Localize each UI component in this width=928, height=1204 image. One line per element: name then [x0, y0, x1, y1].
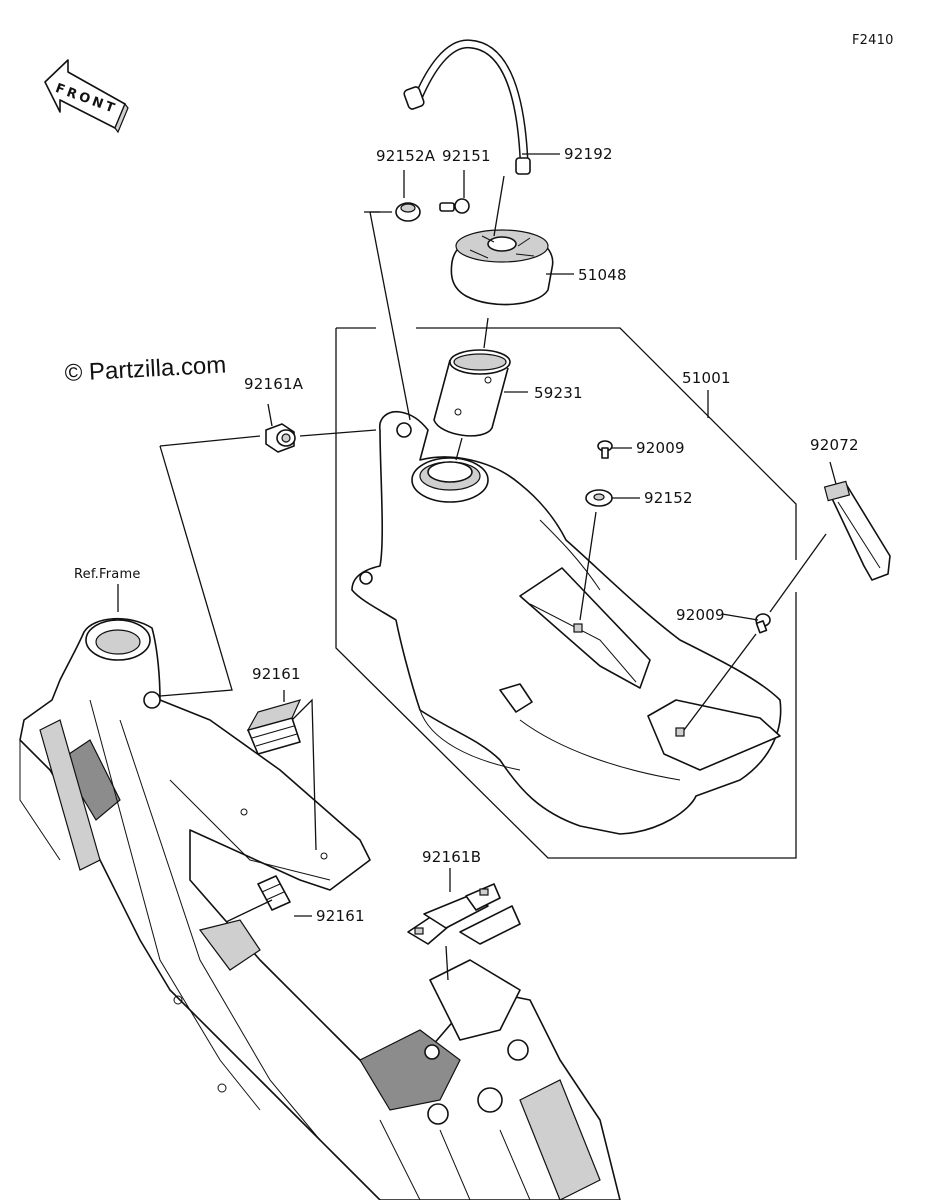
- label-59231: 59231: [534, 384, 583, 402]
- label-51001: 51001: [682, 369, 731, 387]
- screw-92009-top: [597, 440, 613, 459]
- damper-92161-top: [246, 699, 302, 755]
- label-92009-right: 92009: [676, 606, 725, 624]
- fuel-tank-51001: [351, 410, 782, 835]
- ref-frame-label: Ref.Frame: [74, 567, 141, 582]
- motorcycle-frame: [19, 617, 621, 1201]
- label-51048: 51048: [578, 266, 627, 284]
- label-92152: 92152: [644, 489, 693, 507]
- damper-92161-bottom: [257, 875, 291, 911]
- label-92161A: 92161A: [244, 375, 304, 393]
- washer-92152A: [395, 202, 421, 222]
- fuel-cap-51048: [450, 229, 554, 306]
- breather-hose: [403, 39, 531, 175]
- bolt-92151: [439, 198, 470, 214]
- label-92072: 92072: [810, 436, 859, 454]
- strap-92072: [823, 480, 891, 581]
- washer-92152: [585, 489, 613, 507]
- grommet-92161A: [265, 423, 296, 453]
- screw-92009-right: [755, 613, 771, 634]
- leader-lines: [117, 153, 837, 981]
- label-92151: 92151: [442, 147, 491, 165]
- label-92009-top: 92009: [636, 439, 685, 457]
- label-92161-top: 92161: [252, 665, 301, 683]
- filler-neck-59231: [433, 349, 511, 437]
- label-92152A: 92152A: [376, 147, 436, 165]
- front-arrow-icon: [44, 59, 129, 134]
- figure-code: F2410: [852, 33, 894, 48]
- label-92161-bottom: 92161: [316, 907, 365, 925]
- bracket-92161B: [407, 883, 521, 945]
- label-92192: 92192: [564, 145, 613, 163]
- label-92161B: 92161B: [422, 848, 482, 866]
